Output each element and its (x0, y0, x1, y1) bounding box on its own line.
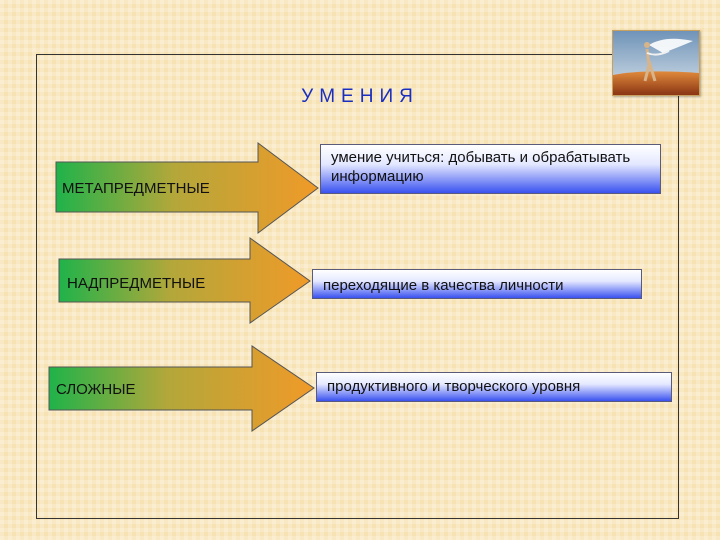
arrow-metapredmetnye (55, 142, 319, 234)
arrow-nadpredmetnye (58, 237, 311, 324)
description-box-2: переходящие в качества личности (312, 269, 642, 299)
label-metapredmetnye: МЕТАПРЕДМЕТНЫЕ (62, 180, 210, 197)
slide-frame (36, 54, 679, 519)
label-nadpredmetnye: НАДПРЕДМЕТНЫЕ (67, 275, 206, 292)
description-box-1: умение учиться: добывать и обрабатывать … (320, 144, 661, 194)
label-slozhnye: СЛОЖНЫЕ (56, 381, 136, 398)
slide-title: УМЕНИЯ (301, 86, 419, 107)
description-box-3: продуктивного и творческого уровня (316, 372, 672, 402)
arrow-slozhnye (48, 345, 315, 432)
corner-illustration (612, 30, 700, 96)
